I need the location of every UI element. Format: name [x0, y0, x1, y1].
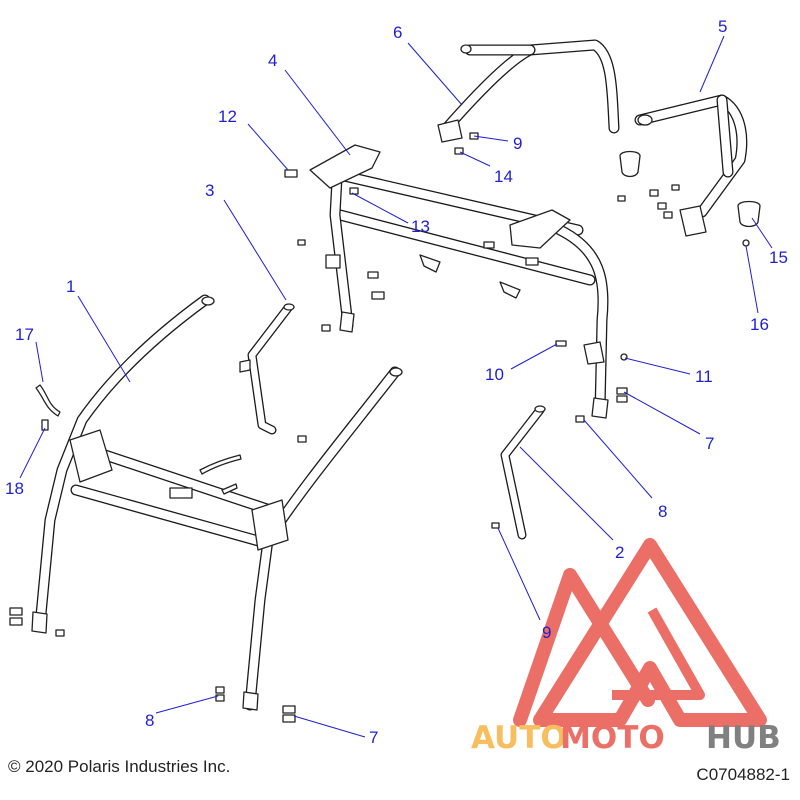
- callout-14: 14: [494, 167, 513, 186]
- copyright-notice: © 2020 Polaris Industries Inc.: [8, 757, 231, 776]
- callout-1: 1: [66, 277, 75, 296]
- part-1-front-cage: [31, 294, 403, 711]
- drawing-code: C0704882-1: [696, 765, 790, 784]
- callout-2: 2: [615, 543, 624, 562]
- callout-10: 10: [485, 365, 504, 384]
- part-5-hardware: [617, 184, 680, 219]
- watermark-logo: AUTO MOTO HUB: [471, 538, 781, 756]
- callout-9-bottom: 9: [542, 623, 551, 642]
- watermark-auto: AUTO: [471, 720, 567, 756]
- callout-4: 4: [268, 51, 277, 70]
- callout-7-right: 7: [705, 434, 714, 453]
- part-6-rear-bar: [437, 39, 620, 143]
- watermark-moto: MOTO: [560, 720, 665, 756]
- part-3-brace: [239, 303, 307, 443]
- callout-5: 5: [718, 17, 727, 36]
- callout-leaders: [19, 35, 773, 738]
- center-clip-2: [221, 483, 238, 495]
- center-clip: [199, 454, 242, 475]
- part-15-cap: [619, 150, 761, 228]
- part-5-rear-bar: [634, 94, 748, 237]
- part-17-bracket: [35, 384, 61, 417]
- callout-11: 11: [695, 367, 713, 386]
- part-4-hardware: [297, 187, 539, 332]
- callout-3: 3: [205, 181, 214, 200]
- callout-9-top: 9: [513, 134, 522, 153]
- callout-18: 18: [5, 479, 24, 498]
- callout-8-right: 8: [658, 502, 667, 521]
- callout-labels: 1 2 3 4 5 6 7 7 8 8 9 9 10 11 12 13 14 1…: [5, 17, 788, 747]
- callout-6: 6: [393, 23, 402, 42]
- callout-8-bottom: 8: [145, 711, 154, 730]
- callout-15: 15: [769, 248, 788, 267]
- callout-17: 17: [15, 325, 34, 344]
- callout-7-bottom: 7: [369, 728, 378, 747]
- watermark-hub: HUB: [706, 720, 781, 756]
- callout-13: 13: [411, 217, 430, 236]
- part-18-clip: [41, 419, 49, 431]
- part-2-brace: [500, 405, 546, 540]
- part-4-rear-cage: [309, 144, 609, 419]
- part-1-hardware: [9, 607, 296, 723]
- callout-12: 12: [218, 107, 237, 126]
- callout-16: 16: [750, 315, 769, 334]
